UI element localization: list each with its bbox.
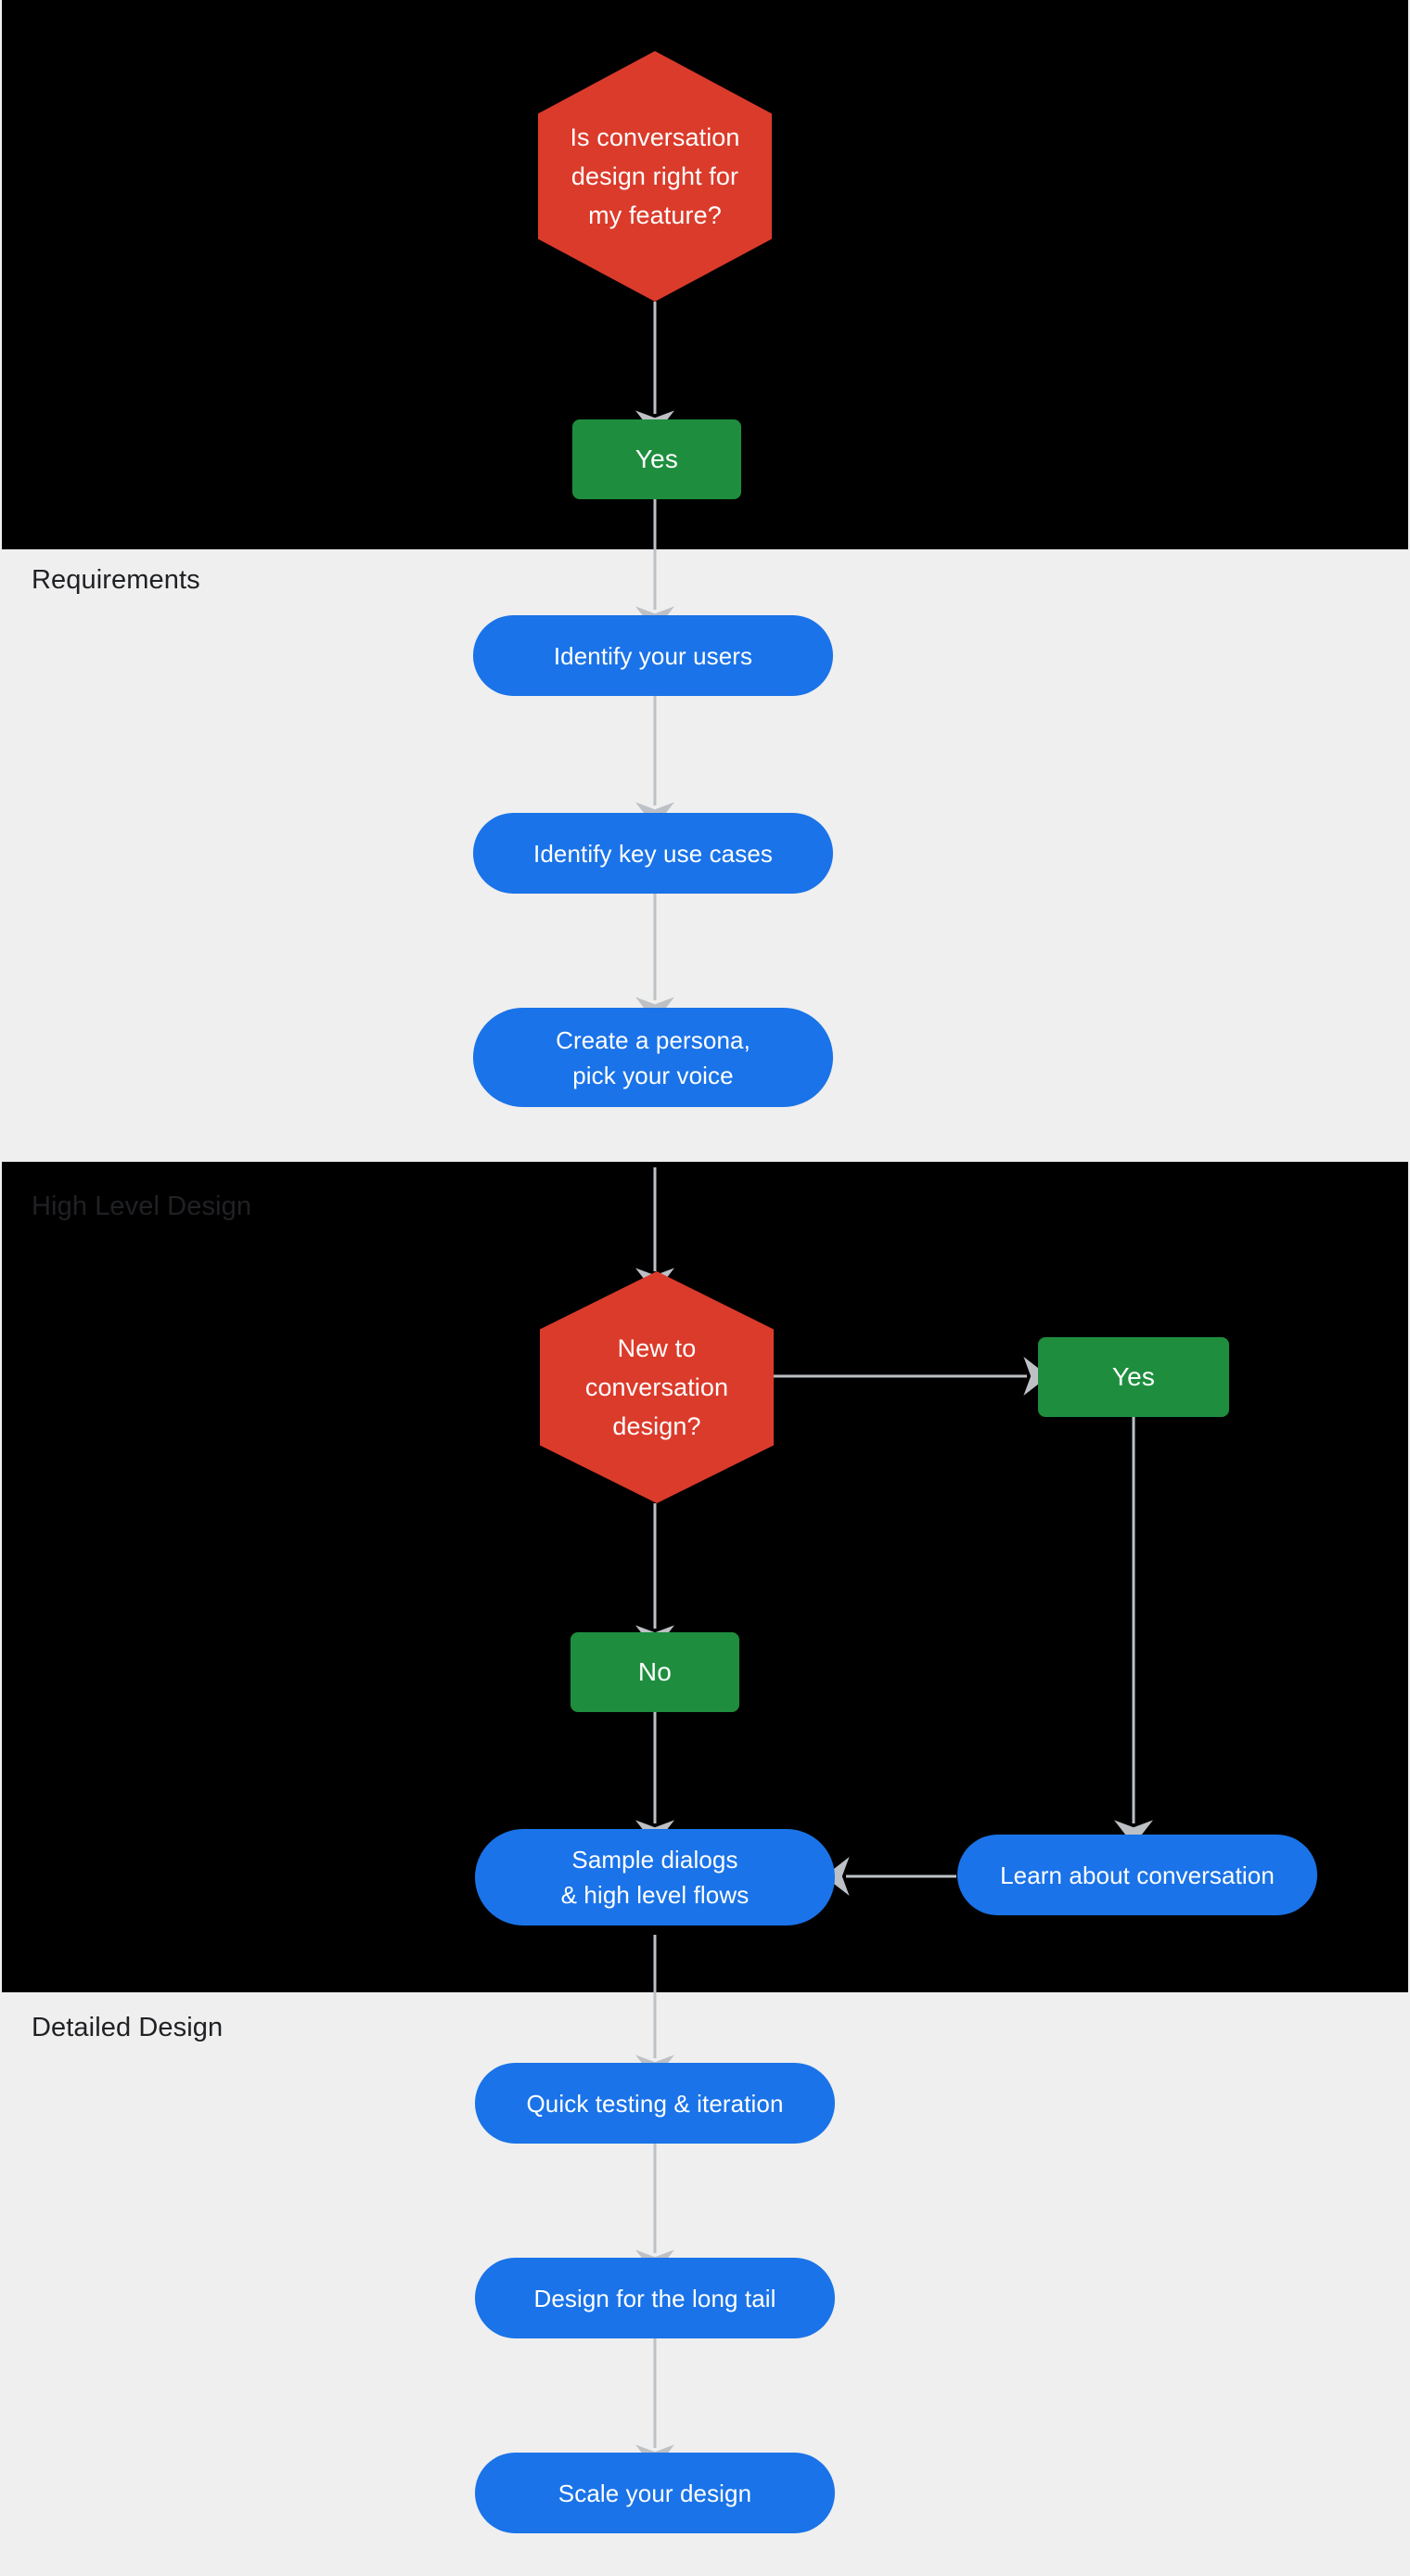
section-label-detailed-design: Detailed Design	[32, 2013, 224, 2042]
step-node-scale-your-design[interactable]: Scale your design	[475, 2453, 835, 2533]
answer-node-label: Yes	[1111, 1362, 1156, 1391]
decision-node-label: Is conversation design right for my feat…	[570, 123, 740, 229]
section-label-requirements: Requirements	[32, 565, 200, 595]
step-node-label: Create a persona, pick your voice	[556, 1025, 750, 1089]
answer-node-yes-right[interactable]: Yes	[1038, 1337, 1229, 1417]
answer-node-label: Yes	[634, 444, 679, 473]
decision-node-label: New to conversation design?	[584, 1334, 729, 1440]
step-node-identify-your-users[interactable]: Identify your users	[473, 615, 833, 696]
step-node-label: Sample dialogs & high level flows	[560, 1846, 750, 1909]
step-node-quick-testing-and-iteration[interactable]: Quick testing & iteration	[475, 2063, 835, 2144]
right-edge-strip	[1408, 0, 1410, 2576]
step-node-label: Design for the long tail	[533, 2284, 776, 2312]
step-node-label: Scale your design	[558, 2479, 752, 2507]
step-node-design-for-the-long-tail[interactable]: Design for the long tail	[475, 2258, 835, 2338]
left-edge-strip	[0, 0, 2, 2576]
decision-node-is-conversation-design-right[interactable]: Is conversation design right for my feat…	[538, 51, 772, 302]
step-node-sample-dialogs-and-high-level-flows[interactable]: Sample dialogs & high level flows	[475, 1829, 835, 1926]
step-node-label: Identify key use cases	[533, 839, 773, 868]
step-node-identify-key-use-cases[interactable]: Identify key use cases	[473, 813, 833, 894]
step-node-label: Quick testing & iteration	[526, 2089, 784, 2118]
step-node-create-a-persona[interactable]: Create a persona, pick your voice	[473, 1008, 833, 1107]
step-node-label: Learn about conversation	[1000, 1861, 1275, 1889]
step-node-label: Identify your users	[553, 641, 753, 670]
answer-node-yes-top[interactable]: Yes	[572, 419, 741, 499]
section-label-high-level-design: High Level Design	[32, 1191, 252, 1221]
step-node-learn-about-conversation[interactable]: Learn about conversation	[957, 1835, 1317, 1915]
answer-node-label: No	[637, 1657, 673, 1686]
answer-node-no[interactable]: No	[570, 1632, 739, 1712]
